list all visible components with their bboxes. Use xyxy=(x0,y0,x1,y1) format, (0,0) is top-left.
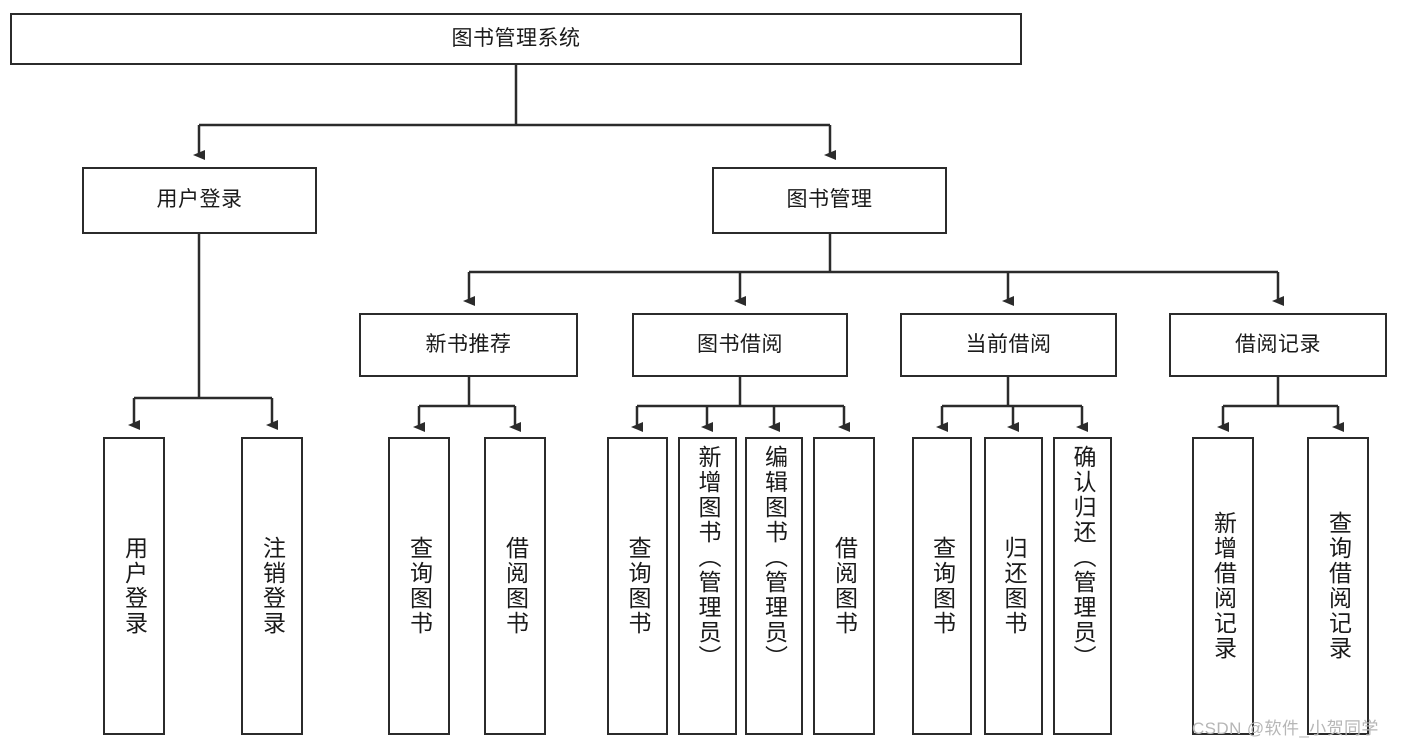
csdn-watermark: CSDN @软件_小贺同学 xyxy=(1192,719,1379,738)
node-label: 新增借阅记录 xyxy=(1210,511,1237,661)
node-user-login[interactable]: 用户登录 xyxy=(82,167,317,234)
node-label: 借阅图书 xyxy=(831,536,858,636)
node-leaf-edit-book[interactable]: 编辑图书（管理员） xyxy=(745,437,803,735)
node-label: 新书推荐 xyxy=(425,332,512,356)
node-borrow-record[interactable]: 借阅记录 xyxy=(1169,313,1387,377)
node-leaf-borrow-book-bor[interactable]: 借阅图书 xyxy=(813,437,875,735)
node-label: 查询借阅记录 xyxy=(1325,511,1352,661)
node-leaf-add-borrow-record[interactable]: 新增借阅记录 xyxy=(1192,437,1254,735)
node-leaf-logout[interactable]: 注销登录 xyxy=(241,437,303,735)
node-book-manage[interactable]: 图书管理 xyxy=(712,167,947,234)
node-new-book-recommend[interactable]: 新书推荐 xyxy=(359,313,578,377)
node-label: 借阅记录 xyxy=(1235,332,1321,356)
node-label: 新增图书（管理员） xyxy=(695,445,721,670)
node-label: 用户登录 xyxy=(156,188,243,212)
node-label: 图书借阅 xyxy=(697,332,783,356)
node-label: 借阅图书 xyxy=(502,536,529,636)
node-leaf-query-borrow-record[interactable]: 查询借阅记录 xyxy=(1307,437,1369,735)
node-root[interactable]: 图书管理系统 xyxy=(10,13,1022,65)
node-label: 当前借阅 xyxy=(965,332,1052,356)
node-label: 用户登录 xyxy=(121,536,148,636)
node-label: 查询图书 xyxy=(929,536,956,636)
node-label: 编辑图书（管理员） xyxy=(761,445,788,670)
node-label: 图书管理系统 xyxy=(451,26,581,50)
node-current-borrow[interactable]: 当前借阅 xyxy=(900,313,1117,377)
node-label: 图书管理 xyxy=(786,188,873,212)
node-leaf-add-book[interactable]: 新增图书（管理员） xyxy=(678,437,737,735)
node-label: 归还图书 xyxy=(1001,536,1027,636)
node-label: 确认归还（管理员） xyxy=(1070,445,1096,670)
node-leaf-query-book-cur[interactable]: 查询图书 xyxy=(912,437,972,735)
node-leaf-query-book-rec[interactable]: 查询图书 xyxy=(388,437,450,735)
node-leaf-user-login[interactable]: 用户登录 xyxy=(103,437,165,735)
node-label: 注销登录 xyxy=(259,536,286,636)
node-leaf-query-book-bor[interactable]: 查询图书 xyxy=(607,437,668,735)
node-leaf-confirm-return[interactable]: 确认归还（管理员） xyxy=(1053,437,1112,735)
node-label: 查询图书 xyxy=(625,536,651,636)
node-leaf-return-book[interactable]: 归还图书 xyxy=(984,437,1043,735)
node-leaf-borrow-book-rec[interactable]: 借阅图书 xyxy=(484,437,546,735)
node-label: 查询图书 xyxy=(406,536,433,636)
node-book-borrow[interactable]: 图书借阅 xyxy=(632,313,848,377)
